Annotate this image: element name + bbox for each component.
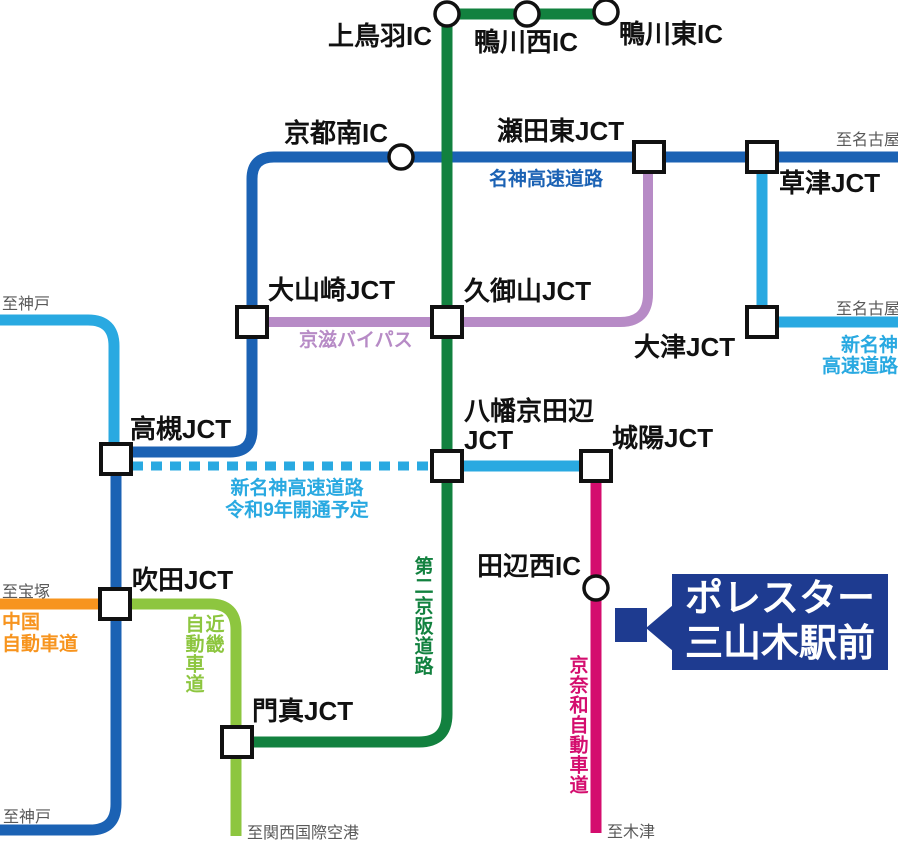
station-label-kyoto-minami-ic: 京都南IC — [284, 118, 389, 148]
ic-node-kamogawa-nishi — [513, 0, 541, 28]
route-label-shinmeishin-east-line1: 新名神 — [840, 335, 898, 356]
destination-label-kobe-top: 至神戸 — [2, 296, 51, 313]
destination-label-kobe-bottom: 至神戸 — [3, 809, 52, 826]
destination-label-nagoya-top: 至名古屋 — [836, 132, 898, 149]
route-label-chugoku-line1: 中国 — [2, 612, 41, 633]
destination-label-nagoya-right: 至名古屋 — [836, 301, 898, 318]
station-label-kumiyama-jct: 久御山JCT — [464, 276, 592, 306]
station-label-takatsuki-jct: 高槻JCT — [130, 414, 232, 444]
station-label-tanabe-nishi-ic: 田辺西IC — [477, 551, 582, 581]
jct-node-takatsuki — [99, 442, 133, 476]
route-label-kinki-col2: 自動車道 — [182, 614, 204, 694]
station-label-setahigashi-jct: 瀬田東JCT — [497, 116, 625, 146]
route-label-shinmeishin-east: 新名神 高速道路 — [810, 335, 898, 377]
station-label-yawata-line2: JCT — [464, 425, 514, 455]
route-label-kinki-col1: 近畿 — [202, 614, 224, 654]
destination-label-kizu: 至木津 — [607, 824, 656, 841]
jct-node-yawata-kyotanabe — [430, 449, 464, 483]
station-label-suita-jct: 吹田JCT — [132, 565, 234, 595]
property-name-badge: ポレスター 三山木駅前 — [672, 574, 888, 670]
station-label-kamogawa-nishi-ic: 鴨川西IC — [474, 27, 579, 57]
station-label-kusatsu-jct: 草津JCT — [779, 168, 881, 198]
route-label-shinmeishin-east-line2: 高速道路 — [821, 356, 898, 377]
route-label-shinmeishin-planned: 新名神高速道路 令和9年開通予定 — [218, 478, 376, 522]
ic-node-kyoto-minami — [387, 143, 415, 171]
route-label-chugoku: 中国 自動車道 — [2, 612, 78, 656]
property-location-marker — [615, 608, 647, 642]
daini-keihan-line — [237, 8, 606, 748]
station-label-kamogawa-higashi-ic: 鴨川東IC — [619, 19, 724, 49]
station-label-joyo-jct: 城陽JCT — [612, 423, 714, 453]
destination-label-kansai-airport: 至関西国際空港 — [247, 825, 360, 842]
jct-node-otsu — [745, 305, 779, 339]
ic-node-tanabe-nishi — [582, 574, 610, 602]
route-label-keiji-bypass: 京滋バイパス — [299, 330, 413, 351]
jct-node-kadoma — [220, 725, 254, 759]
jct-node-joyo — [579, 449, 613, 483]
keiji-bypass-line — [252, 157, 653, 327]
route-label-chugoku-line2: 自動車道 — [2, 634, 79, 655]
station-label-otsu-jct: 大津JCT — [634, 332, 736, 362]
property-name-line1: ポレスター — [684, 578, 875, 620]
jct-node-suita — [98, 587, 132, 621]
station-label-kadoma-jct: 門真JCT — [252, 696, 354, 726]
station-label-yawata-kyotanabe-jct: 八幡京田辺 JCT — [464, 397, 594, 455]
kinki-expressway-line — [114, 598, 242, 836]
jct-node-kumiyama — [430, 305, 464, 339]
route-label-keinawa: 京奈和自動車道 — [566, 655, 588, 795]
callout-pointer-icon — [646, 605, 673, 651]
station-label-kamitoba-ic: 上鳥羽IC — [328, 21, 433, 51]
meishin-expressway-line — [0, 151, 898, 836]
station-label-yawata-line1: 八幡京田辺 — [464, 396, 595, 426]
property-name-line2: 三山木駅前 — [684, 623, 875, 665]
destination-label-takarazuka: 至宝塚 — [2, 584, 51, 601]
ic-nodes — [387, 0, 620, 602]
ic-node-kamogawa-higashi — [592, 0, 620, 26]
route-label-meishin: 名神高速道路 — [489, 169, 604, 190]
route-label-shinmeishin-planned-line2: 令和9年開通予定 — [225, 500, 369, 521]
route-label-daini-keihan: 第二京阪道路 — [411, 556, 433, 676]
ic-node-kamitoba — [433, 0, 461, 28]
station-label-oyamazaki-jct: 大山崎JCT — [268, 275, 396, 305]
jct-node-kusatsu — [745, 140, 779, 174]
shinmeishin-west-line — [0, 314, 120, 459]
jct-node-oyamazaki — [235, 305, 269, 339]
route-label-shinmeishin-planned-line1: 新名神高速道路 — [230, 478, 364, 499]
jct-nodes — [98, 140, 779, 759]
jct-node-setahigashi — [632, 140, 666, 174]
